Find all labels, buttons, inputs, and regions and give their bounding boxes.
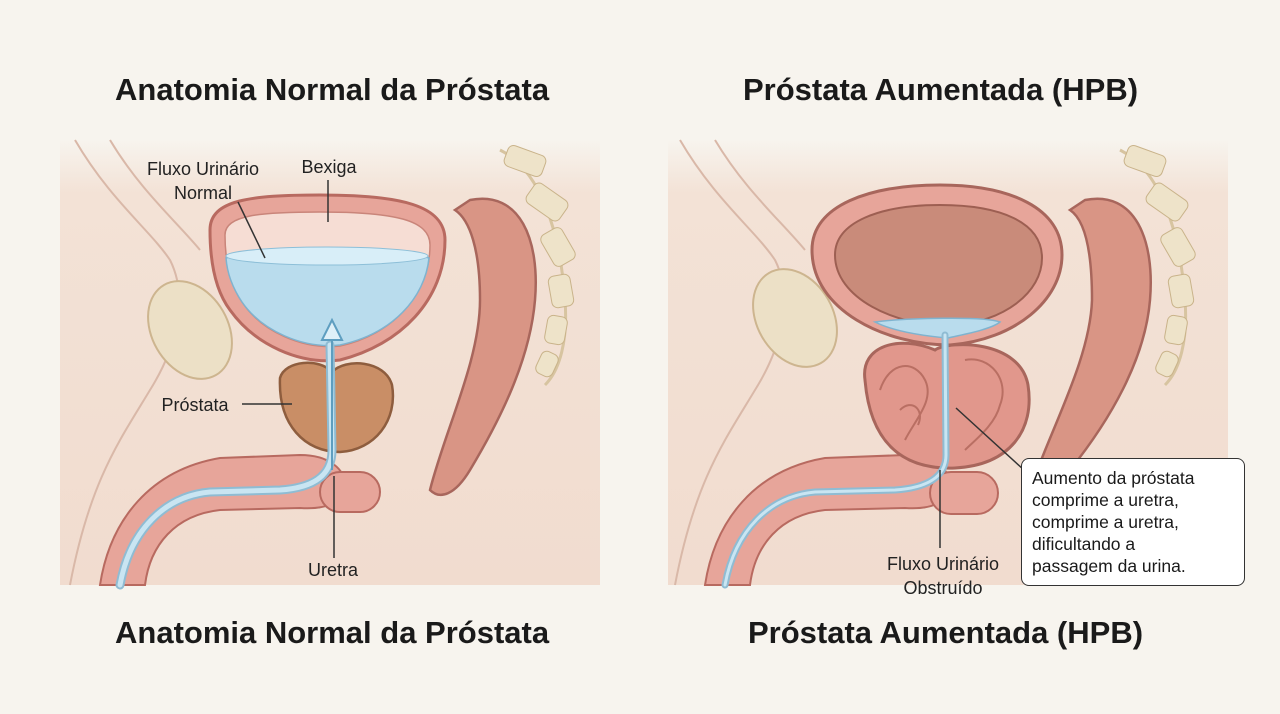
right-pubic-bone (752, 268, 838, 368)
left-rectum (428, 197, 537, 496)
left-flow-label-1: Fluxo Urinário (147, 159, 259, 179)
callout-line: dificultando a (1032, 534, 1136, 554)
left-urethra-label: Uretra (308, 560, 359, 580)
right-flow-label-2: Obstruído (903, 578, 982, 598)
title-left-top: Anatomia Normal da Próstata (115, 72, 550, 107)
title-right-bottom: Próstata Aumentada (HPB) (748, 615, 1144, 650)
title-right-top: Próstata Aumentada (HPB) (743, 72, 1139, 107)
left-prostate (278, 361, 395, 454)
right-flow-label-1: Fluxo Urinário (887, 554, 999, 574)
left-flow-label-2: Normal (174, 183, 232, 203)
callout-line: passagem da urina. (1032, 556, 1186, 576)
callout-line: Aumento da próstata (1032, 468, 1195, 488)
left-prostate-label: Próstata (161, 395, 229, 415)
callout-box: Aumento da próstata comprime a uretra, c… (1021, 458, 1245, 586)
title-left-bottom: Anatomia Normal da Próstata (115, 615, 550, 650)
left-bulb (319, 471, 381, 513)
right-spine (1119, 145, 1196, 387)
left-spine (499, 145, 576, 387)
left-bladder-label: Bexiga (301, 157, 357, 177)
callout-line: comprime a uretra, (1032, 512, 1179, 532)
left-anatomy (60, 139, 600, 590)
callout-line: comprime a uretra, (1032, 490, 1179, 510)
left-pubic-bone (147, 280, 233, 380)
